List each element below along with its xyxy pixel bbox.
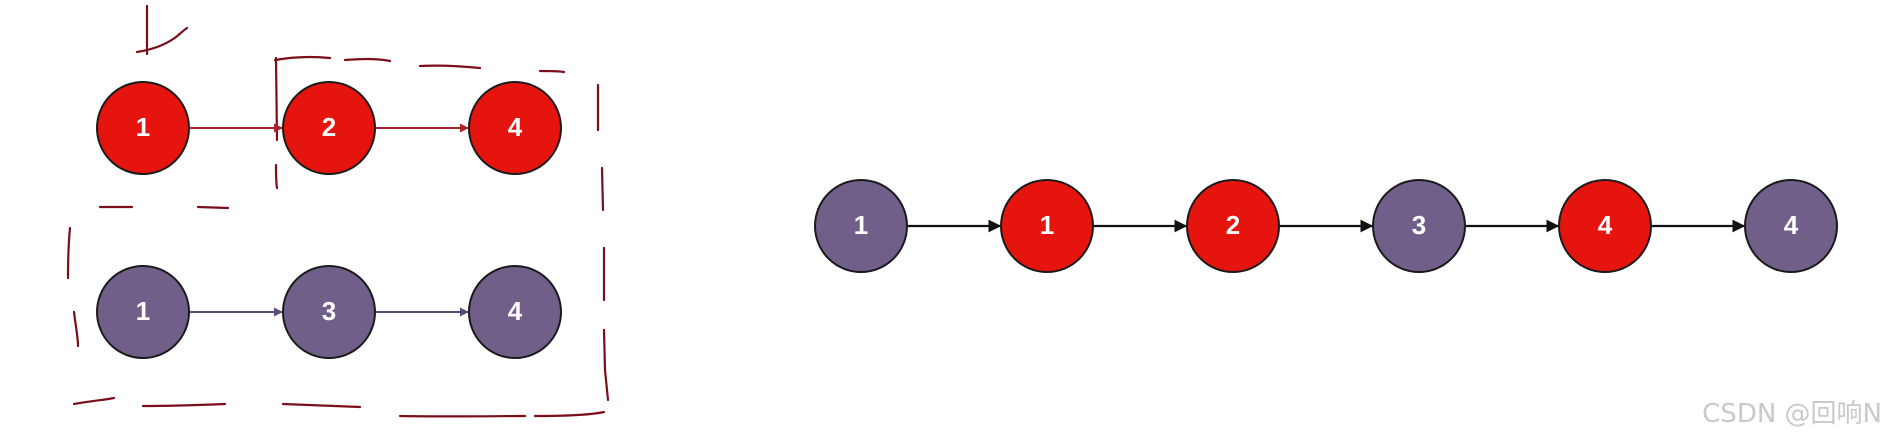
merged-node-label-5: 4 xyxy=(1598,210,1613,240)
list-a: 1 2 4 xyxy=(96,81,562,175)
list-b-node-label-2: 3 xyxy=(322,296,336,326)
pointer-mark xyxy=(135,4,189,56)
merged-node-4 xyxy=(1372,179,1466,273)
merged-node-3 xyxy=(1186,179,1280,273)
list-a-node-label-2: 2 xyxy=(322,112,336,142)
list-a-node-label-1: 1 xyxy=(136,112,150,142)
merged-node-label-3: 2 xyxy=(1226,210,1240,240)
dashed-box-bottom xyxy=(72,396,606,418)
list-b-node-3 xyxy=(468,265,562,359)
list-a-node-label-3: 4 xyxy=(508,112,523,142)
list-b-node-label-1: 1 xyxy=(136,296,150,326)
dashed-box-middle-line xyxy=(98,205,230,210)
hand-drawn-annotations xyxy=(66,4,610,418)
merged-node-6 xyxy=(1744,179,1838,273)
list-b: 1 3 4 xyxy=(96,265,562,359)
dashed-box-left-side xyxy=(66,226,80,348)
list-b-node-1 xyxy=(96,265,190,359)
merged-node-label-6: 4 xyxy=(1784,210,1799,240)
dashed-box-top-left-side xyxy=(274,56,279,190)
dashed-box-right-side xyxy=(596,83,610,402)
dashed-box-top xyxy=(273,55,566,74)
merged-node-label-2: 1 xyxy=(1040,210,1054,240)
merged-node-label-1: 1 xyxy=(854,210,868,240)
merged-node-2 xyxy=(1000,179,1094,273)
list-a-node-3 xyxy=(468,81,562,175)
merged-node-1 xyxy=(814,179,908,273)
merged-list: 1 1 2 3 4 4 xyxy=(814,179,1838,273)
merged-node-label-4: 3 xyxy=(1412,210,1426,240)
watermark: CSDN @回响N xyxy=(1702,399,1882,429)
merged-node-5 xyxy=(1558,179,1652,273)
list-b-node-label-3: 4 xyxy=(508,296,523,326)
list-b-node-2 xyxy=(282,265,376,359)
list-a-node-2 xyxy=(282,81,376,175)
list-a-node-1 xyxy=(96,81,190,175)
